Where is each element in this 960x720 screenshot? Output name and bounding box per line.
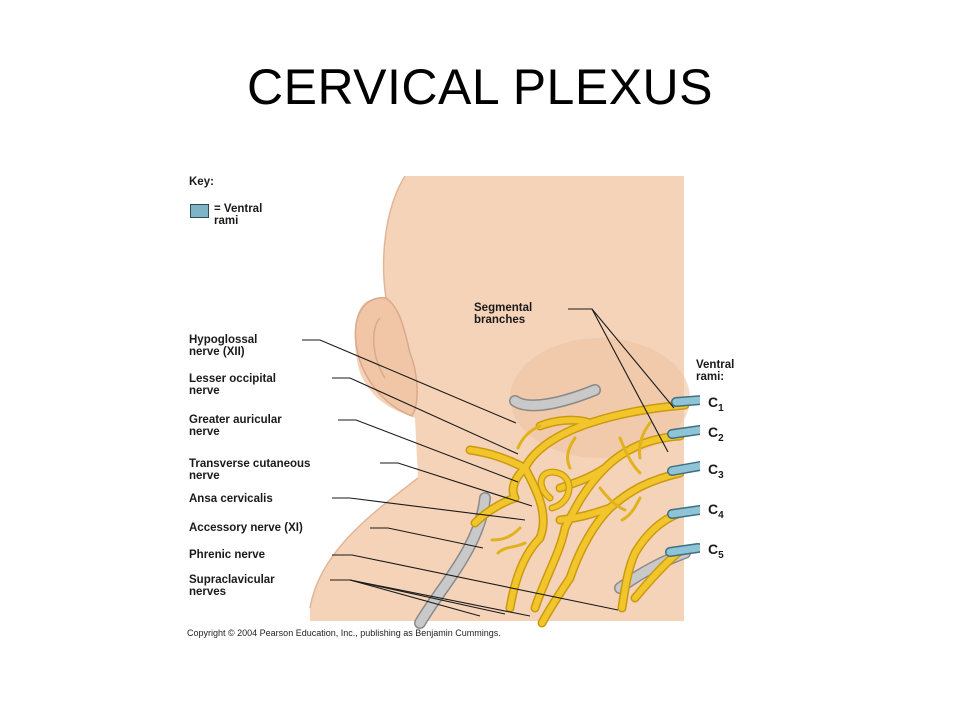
label-accessory-nerve: Accessory nerve (XI) [189,522,303,534]
label-ansa-cervicalis: Ansa cervicalis [189,493,273,505]
key-heading: Key: [189,176,214,188]
label-transverse-cutaneous-nerve: Transverse cutaneous nerve [189,458,311,482]
label-c4: C4 [708,501,724,521]
label-lesser-occipital-nerve: Lesser occipital nerve [189,373,276,397]
slide-title: CERVICAL PLEXUS [246,59,714,115]
ventral-rami-heading: Ventral rami: [696,359,735,383]
label-c3: C3 [708,461,724,481]
leader-lines [302,308,675,617]
nerve-network [465,400,690,628]
label-c1: C1 [708,394,724,414]
label-c2: C2 [708,424,724,444]
anatomy-illustration [302,175,700,629]
ventral-rami-tips [665,395,700,557]
ear [354,297,418,417]
label-segmental-branches: Segmental branches [474,302,533,326]
key-legend-text: = Ventral rami [214,203,263,227]
label-phrenic-nerve: Phrenic nerve [189,549,266,561]
ventral-rami-swatch [190,204,209,218]
label-c5: C5 [708,541,724,561]
neck-outline [309,477,419,609]
background-cutout [310,176,418,608]
copyright-notice: Copyright © 2004 Pearson Education, Inc.… [187,628,501,638]
label-hypoglossal-nerve: Hypoglossal nerve (XII) [189,334,258,358]
head-outline [382,175,406,299]
label-supraclavicular-nerves: Supraclavicular nerves [189,574,275,598]
label-greater-auricular-nerve: Greater auricular nerve [189,414,282,438]
cervical-plexus-figure: Key: = Ventral rami Segmental branches V… [180,168,734,643]
